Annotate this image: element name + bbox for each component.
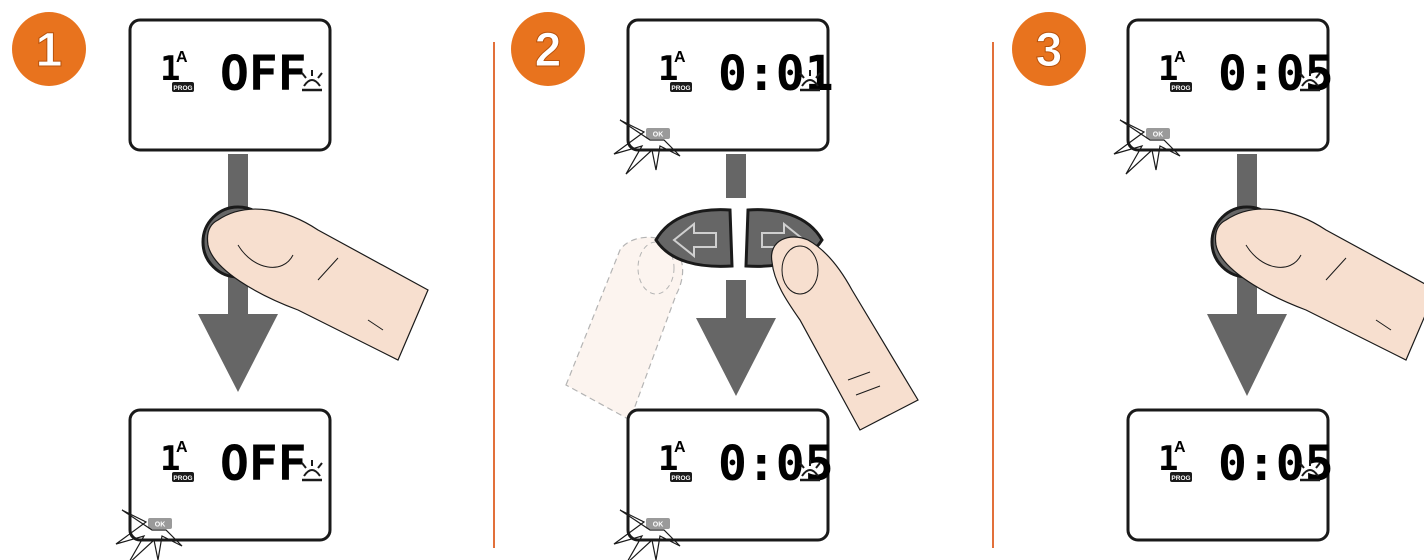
step-number-badge: 2 — [511, 12, 585, 86]
lcd-display-bottom: 1 A PROG 0:05 OK — [626, 408, 834, 542]
program-number: 1 — [658, 439, 678, 479]
prog-badge — [670, 82, 692, 92]
ok-badge-label: OK — [1153, 132, 1164, 139]
program-number: 1 — [1158, 49, 1178, 89]
time-readout: OFF — [220, 46, 307, 102]
prog-badge — [670, 472, 692, 482]
ok-badge — [148, 518, 172, 529]
ok-badge — [646, 518, 670, 529]
prog-badge — [1170, 82, 1192, 92]
ok-badge-label: OK — [653, 132, 664, 139]
prog-badge-label: PROG — [173, 475, 192, 482]
finger-pointer — [770, 236, 919, 431]
program-letter: A — [176, 49, 188, 66]
step-number-badge: 3 — [1012, 12, 1086, 86]
lcd-display-top: 1 A PROG 0:05 OK — [1126, 18, 1334, 152]
time-readout: OFF — [220, 436, 307, 492]
step-number: 3 — [1036, 24, 1063, 77]
prog-badge — [1170, 472, 1192, 482]
program-letter: A — [176, 439, 188, 456]
program-number: 1 — [160, 49, 180, 89]
time-readout: 0:01 — [718, 46, 834, 102]
prog-badge-label: PROG — [671, 85, 690, 92]
ok-badge — [1146, 128, 1170, 139]
left-arrow-button[interactable] — [654, 208, 734, 268]
step-number-badge: 1 — [12, 12, 86, 86]
step-number: 1 — [36, 24, 63, 77]
step-2: 2 1 A PROG 0:01 OK — [511, 12, 919, 560]
prog-badge-label: PROG — [1171, 85, 1190, 92]
time-readout: 0:05 — [1218, 436, 1334, 492]
step-number: 2 — [535, 24, 562, 77]
program-number: 1 — [658, 49, 678, 89]
program-letter: A — [1174, 439, 1186, 456]
prog-badge — [172, 472, 194, 482]
prog-badge-label: PROG — [671, 475, 690, 482]
program-number: 1 — [160, 439, 180, 479]
ok-badge-label: OK — [155, 522, 166, 529]
lcd-display-bottom: 1 A PROG OFF OK — [128, 408, 332, 542]
lcd-display-top: 1 A PROG OFF — [128, 18, 332, 152]
program-number: 1 — [1158, 439, 1178, 479]
down-arrow — [696, 154, 776, 396]
program-letter: A — [674, 439, 686, 456]
left-arrow-icon — [672, 221, 717, 259]
lcd-display-bottom: 1 A PROG 0:05 — [1126, 408, 1334, 542]
prog-badge-label: PROG — [1171, 475, 1190, 482]
time-readout: 0:05 — [1218, 46, 1334, 102]
ok-badge — [646, 128, 670, 139]
prog-badge-label: PROG — [173, 85, 192, 92]
finger-pointer-ghost — [565, 236, 684, 421]
step-3: 3 1 A PROG 0:05 OK 1 — [1012, 12, 1424, 542]
prog-badge — [172, 82, 194, 92]
time-readout: 0:05 — [718, 436, 834, 492]
program-letter: A — [1174, 49, 1186, 66]
program-letter: A — [674, 49, 686, 66]
lcd-display-top: 1 A PROG 0:01 OK — [626, 18, 834, 152]
ok-badge-label: OK — [653, 522, 664, 529]
step-1: 1 1 A PROG OFF 1 A PROG — [12, 12, 429, 560]
